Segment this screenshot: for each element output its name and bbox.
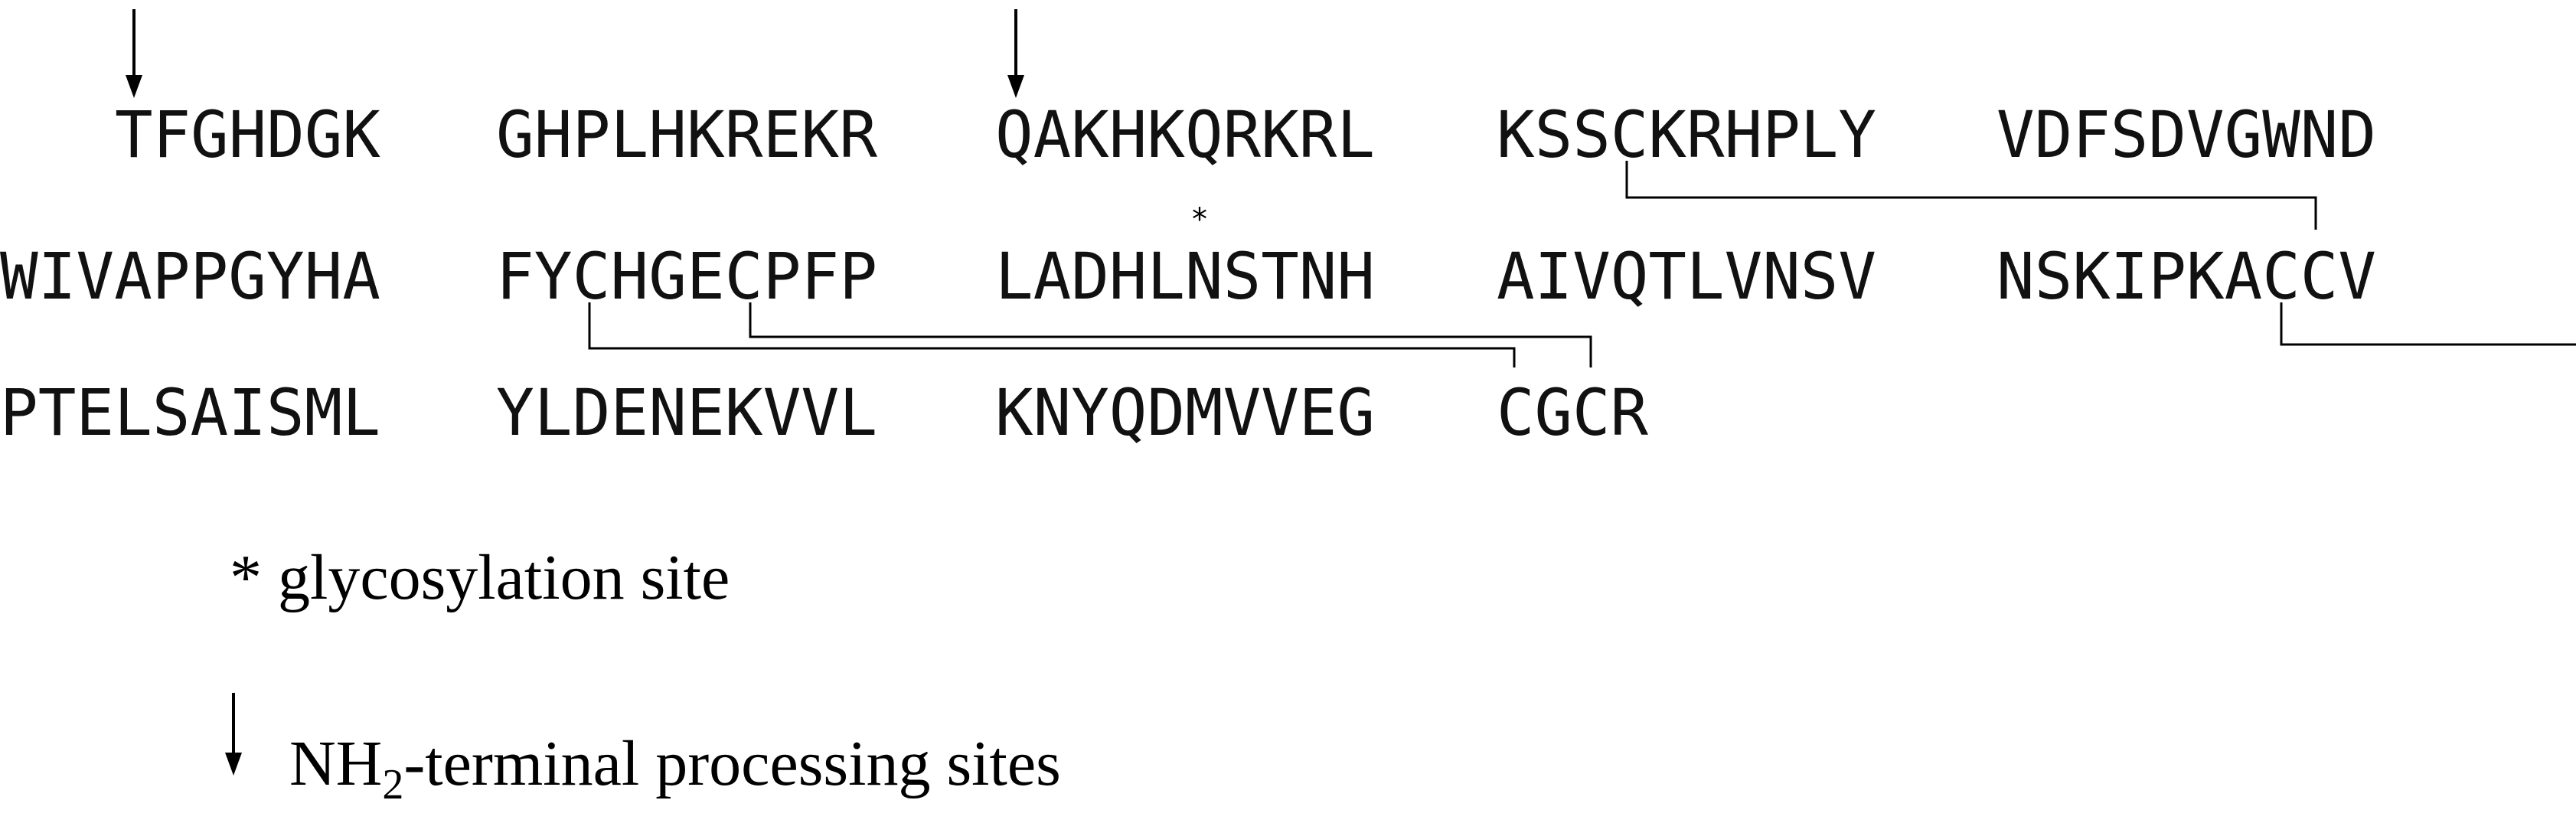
disulfide-bond-1 (1625, 161, 2317, 230)
legend-glycosylation: * glycosylation site (230, 542, 730, 613)
disulfide-bond-4 (2280, 302, 2576, 346)
disulfide-bond-3 (749, 302, 1592, 367)
processing-arrow-2 (1007, 9, 1024, 98)
seq-r2-b3: LADHLNSTNH (995, 239, 1375, 314)
legend-processing-prefix: NH (289, 728, 382, 799)
seq-r1-b4: KSSCKRHPLY (1497, 97, 1876, 172)
seq-r3-b2: YLDENEKVVL (496, 375, 877, 450)
seq-r1-b5: VDFSDVGWND (1996, 97, 2376, 172)
processing-arrow-1 (126, 9, 142, 98)
disulfide-bond-2 (588, 302, 1516, 367)
seq-r2-b2: FYCHGECPFP (496, 239, 877, 314)
seq-r2-b1: WIVAPPGYHA (0, 239, 380, 314)
seq-r2-b5: NSKIPKACCV (1996, 239, 2376, 314)
glycosylation-marker: * (1192, 202, 1207, 237)
seq-r1-b3: QAKHKQRKRL (995, 97, 1375, 172)
legend-arrow-icon (225, 693, 242, 776)
seq-r3-b4: CGCR (1497, 375, 1648, 450)
legend-processing-sites: NH2-terminal processing sites (289, 728, 1061, 808)
legend-processing-subscript: 2 (382, 761, 403, 808)
seq-r1-b1: TFGHDGK (115, 97, 380, 172)
seq-r1-b2: GHPLHKREKR (496, 97, 877, 172)
seq-r3-b3: KNYQDMVVEG (995, 375, 1375, 450)
seq-r2-b4: AIVQTLVNSV (1497, 239, 1876, 314)
legend-processing-suffix: -terminal processing sites (403, 728, 1060, 799)
seq-r3-b1: PTELSAISML (0, 375, 380, 450)
